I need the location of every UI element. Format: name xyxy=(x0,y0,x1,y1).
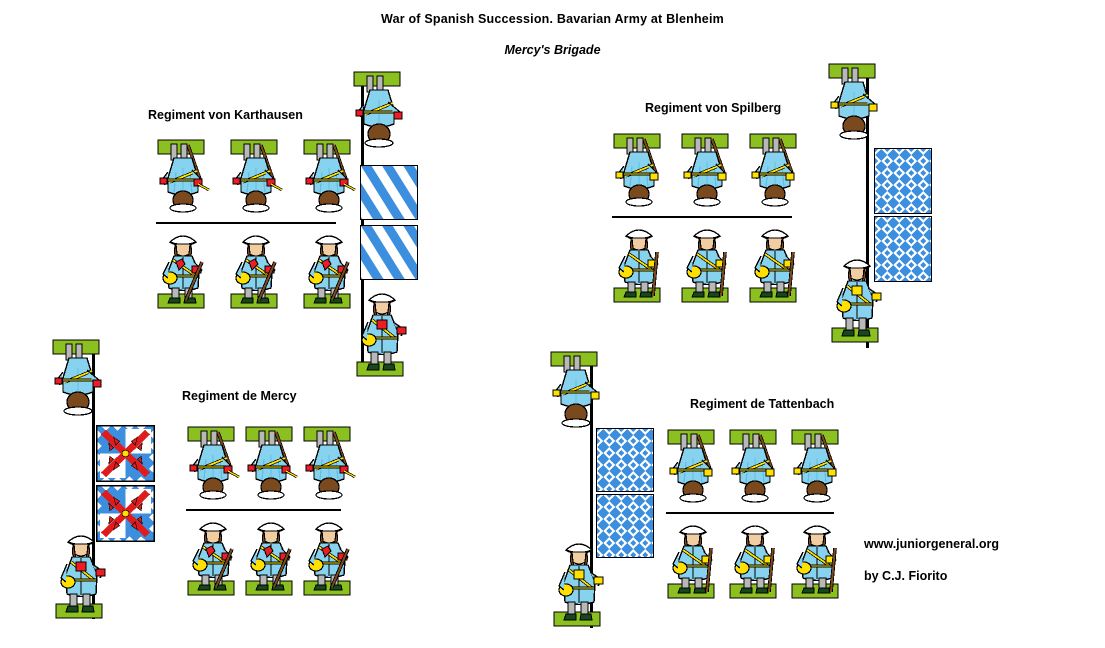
flag-tattenbach-2[interactable] xyxy=(596,494,654,558)
figure-mercy-front-2[interactable] xyxy=(240,513,302,597)
page-subtitle: Mercy's Brigade xyxy=(504,43,601,57)
rank-separator-spilberg xyxy=(612,216,792,218)
figure-mercy-rear-2[interactable] xyxy=(240,425,302,509)
figure-spilberg-rear-3[interactable] xyxy=(744,132,806,216)
figure-spilberg-rear-1[interactable] xyxy=(608,132,670,216)
figure-karthausen-rear-1[interactable] xyxy=(152,138,214,222)
website-credit: www.juniorgeneral.org xyxy=(864,537,999,551)
flag-spilberg-1[interactable] xyxy=(874,148,932,214)
figure-karthausen-front-3[interactable] xyxy=(298,226,360,310)
figure-mercy-rear-1[interactable] xyxy=(182,425,244,509)
figure-spilberg-front-1[interactable] xyxy=(608,220,670,304)
standard-bearer-tattenbach-rear[interactable] xyxy=(545,350,607,446)
figure-karthausen-front-2[interactable] xyxy=(225,226,287,310)
standard-bearer-spilberg-front[interactable] xyxy=(826,248,888,344)
standard-bearer-karthausen-rear[interactable] xyxy=(348,70,410,166)
figure-mercy-rear-3[interactable] xyxy=(298,425,360,509)
figure-tattenbach-front-1[interactable] xyxy=(662,516,724,600)
standard-bearer-spilberg-rear[interactable] xyxy=(823,62,885,158)
author-credit: by C.J. Fiorito xyxy=(864,569,948,583)
standard-bearer-mercy-rear[interactable] xyxy=(47,338,109,434)
figure-spilberg-rear-2[interactable] xyxy=(676,132,738,216)
figure-spilberg-front-2[interactable] xyxy=(676,220,738,304)
standard-bearer-mercy-front[interactable] xyxy=(50,524,112,620)
figure-tattenbach-front-2[interactable] xyxy=(724,516,786,600)
figure-mercy-front-3[interactable] xyxy=(298,513,360,597)
figure-karthausen-rear-3[interactable] xyxy=(298,138,360,222)
regiment-label-tattenbach: Regiment de Tattenbach xyxy=(690,397,835,411)
page-title: War of Spanish Succession. Bavarian Army… xyxy=(381,12,724,26)
rank-separator-mercy xyxy=(186,509,341,511)
flagpole-mercy xyxy=(92,344,95,619)
flag-mercy-1[interactable] xyxy=(92,421,159,486)
figure-tattenbach-front-3[interactable] xyxy=(786,516,848,600)
rank-separator-karthausen xyxy=(156,222,336,224)
standard-bearer-karthausen-front[interactable] xyxy=(351,282,413,378)
flagpole-karthausen xyxy=(361,78,364,368)
rank-separator-tattenbach xyxy=(666,512,834,514)
figure-tattenbach-rear-3[interactable] xyxy=(786,428,848,512)
regiment-label-karthausen: Regiment von Karthausen xyxy=(148,108,303,122)
figure-tattenbach-rear-1[interactable] xyxy=(662,428,724,512)
flag-spilberg-2[interactable] xyxy=(874,216,932,282)
flag-karthausen-2[interactable] xyxy=(360,225,418,280)
flagpole-tattenbach xyxy=(590,356,593,628)
regiment-label-spilberg: Regiment von Spilberg xyxy=(645,101,782,115)
figure-tattenbach-rear-2[interactable] xyxy=(724,428,786,512)
regiment-label-mercy: Regiment de Mercy xyxy=(182,389,297,403)
flagpole-spilberg xyxy=(866,68,869,348)
figure-karthausen-front-1[interactable] xyxy=(152,226,214,310)
flag-karthausen-1[interactable] xyxy=(360,165,418,220)
standard-bearer-tattenbach-front[interactable] xyxy=(548,532,610,628)
figure-spilberg-front-3[interactable] xyxy=(744,220,806,304)
figure-karthausen-rear-2[interactable] xyxy=(225,138,287,222)
figure-mercy-front-1[interactable] xyxy=(182,513,244,597)
flag-tattenbach-1[interactable] xyxy=(596,428,654,492)
